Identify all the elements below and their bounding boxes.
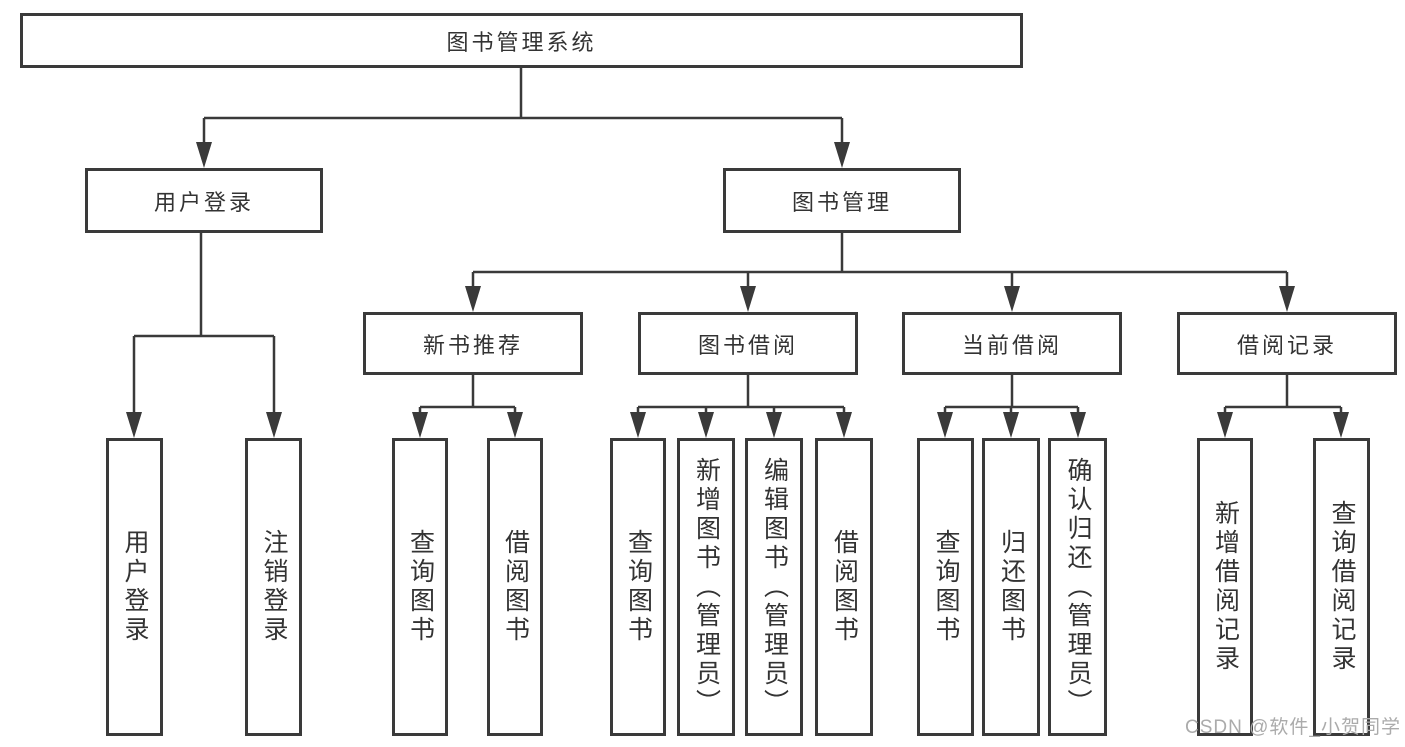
node-new-book-recommend: 新书推荐 [363,312,583,375]
node-label: 图书管理 [791,189,892,215]
node-label: 查询图书 [624,529,653,645]
leaf-query-borrow-record: 查询借阅记录 [1313,438,1370,736]
node-label: 查询图书 [932,529,960,645]
node-label: 新书推荐 [422,332,523,358]
node-label: 当前借阅 [961,332,1062,358]
node-label: 编辑图书（管理员） [760,456,789,718]
leaf-query-books-3: 查询图书 [917,438,974,736]
leaf-borrow-books: 借阅图书 [487,438,543,736]
leaf-confirm-return-admin: 确认归还（管理员） [1048,438,1107,736]
node-label: 新增图书（管理员） [692,456,721,718]
leaf-query-books: 查询图书 [392,438,448,736]
node-label: 借阅记录 [1236,332,1337,358]
leaf-user-login: 用户登录 [106,438,163,736]
leaf-return-books: 归还图书 [982,438,1040,736]
leaf-query-books-2: 查询图书 [610,438,666,736]
node-label: 查询借阅记录 [1328,500,1356,674]
node-label: 归还图书 [997,529,1026,645]
node-book-borrowing: 图书借阅 [638,312,858,375]
node-label: 借阅图书 [501,529,530,645]
node-current-borrowing: 当前借阅 [902,312,1122,375]
leaf-logout-login: 注销登录 [245,438,302,736]
leaf-add-borrow-record: 新增借阅记录 [1197,438,1253,736]
node-user-login: 用户登录 [85,168,323,233]
node-label: 用户登录 [153,189,254,215]
node-label: 新增借阅记录 [1211,500,1240,674]
node-label: 图书借阅 [697,332,798,358]
node-label: 图书管理系统 [446,29,597,55]
arrowheads [126,142,1349,438]
node-library-system: 图书管理系统 [20,13,1023,68]
node-label: 用户登录 [121,529,149,645]
leaf-add-book-admin: 新增图书（管理员） [677,438,735,736]
node-label: 确认归还（管理员） [1064,456,1092,718]
node-label: 注销登录 [260,529,288,645]
leaf-edit-book-admin: 编辑图书（管理员） [745,438,803,736]
watermark: CSDN @软件_小贺同学 [1185,717,1401,738]
node-label: 借阅图书 [830,529,859,645]
node-label: 查询图书 [406,529,435,645]
leaf-borrow-books-2: 借阅图书 [815,438,873,736]
node-borrow-records: 借阅记录 [1177,312,1397,375]
node-book-management: 图书管理 [723,168,961,233]
